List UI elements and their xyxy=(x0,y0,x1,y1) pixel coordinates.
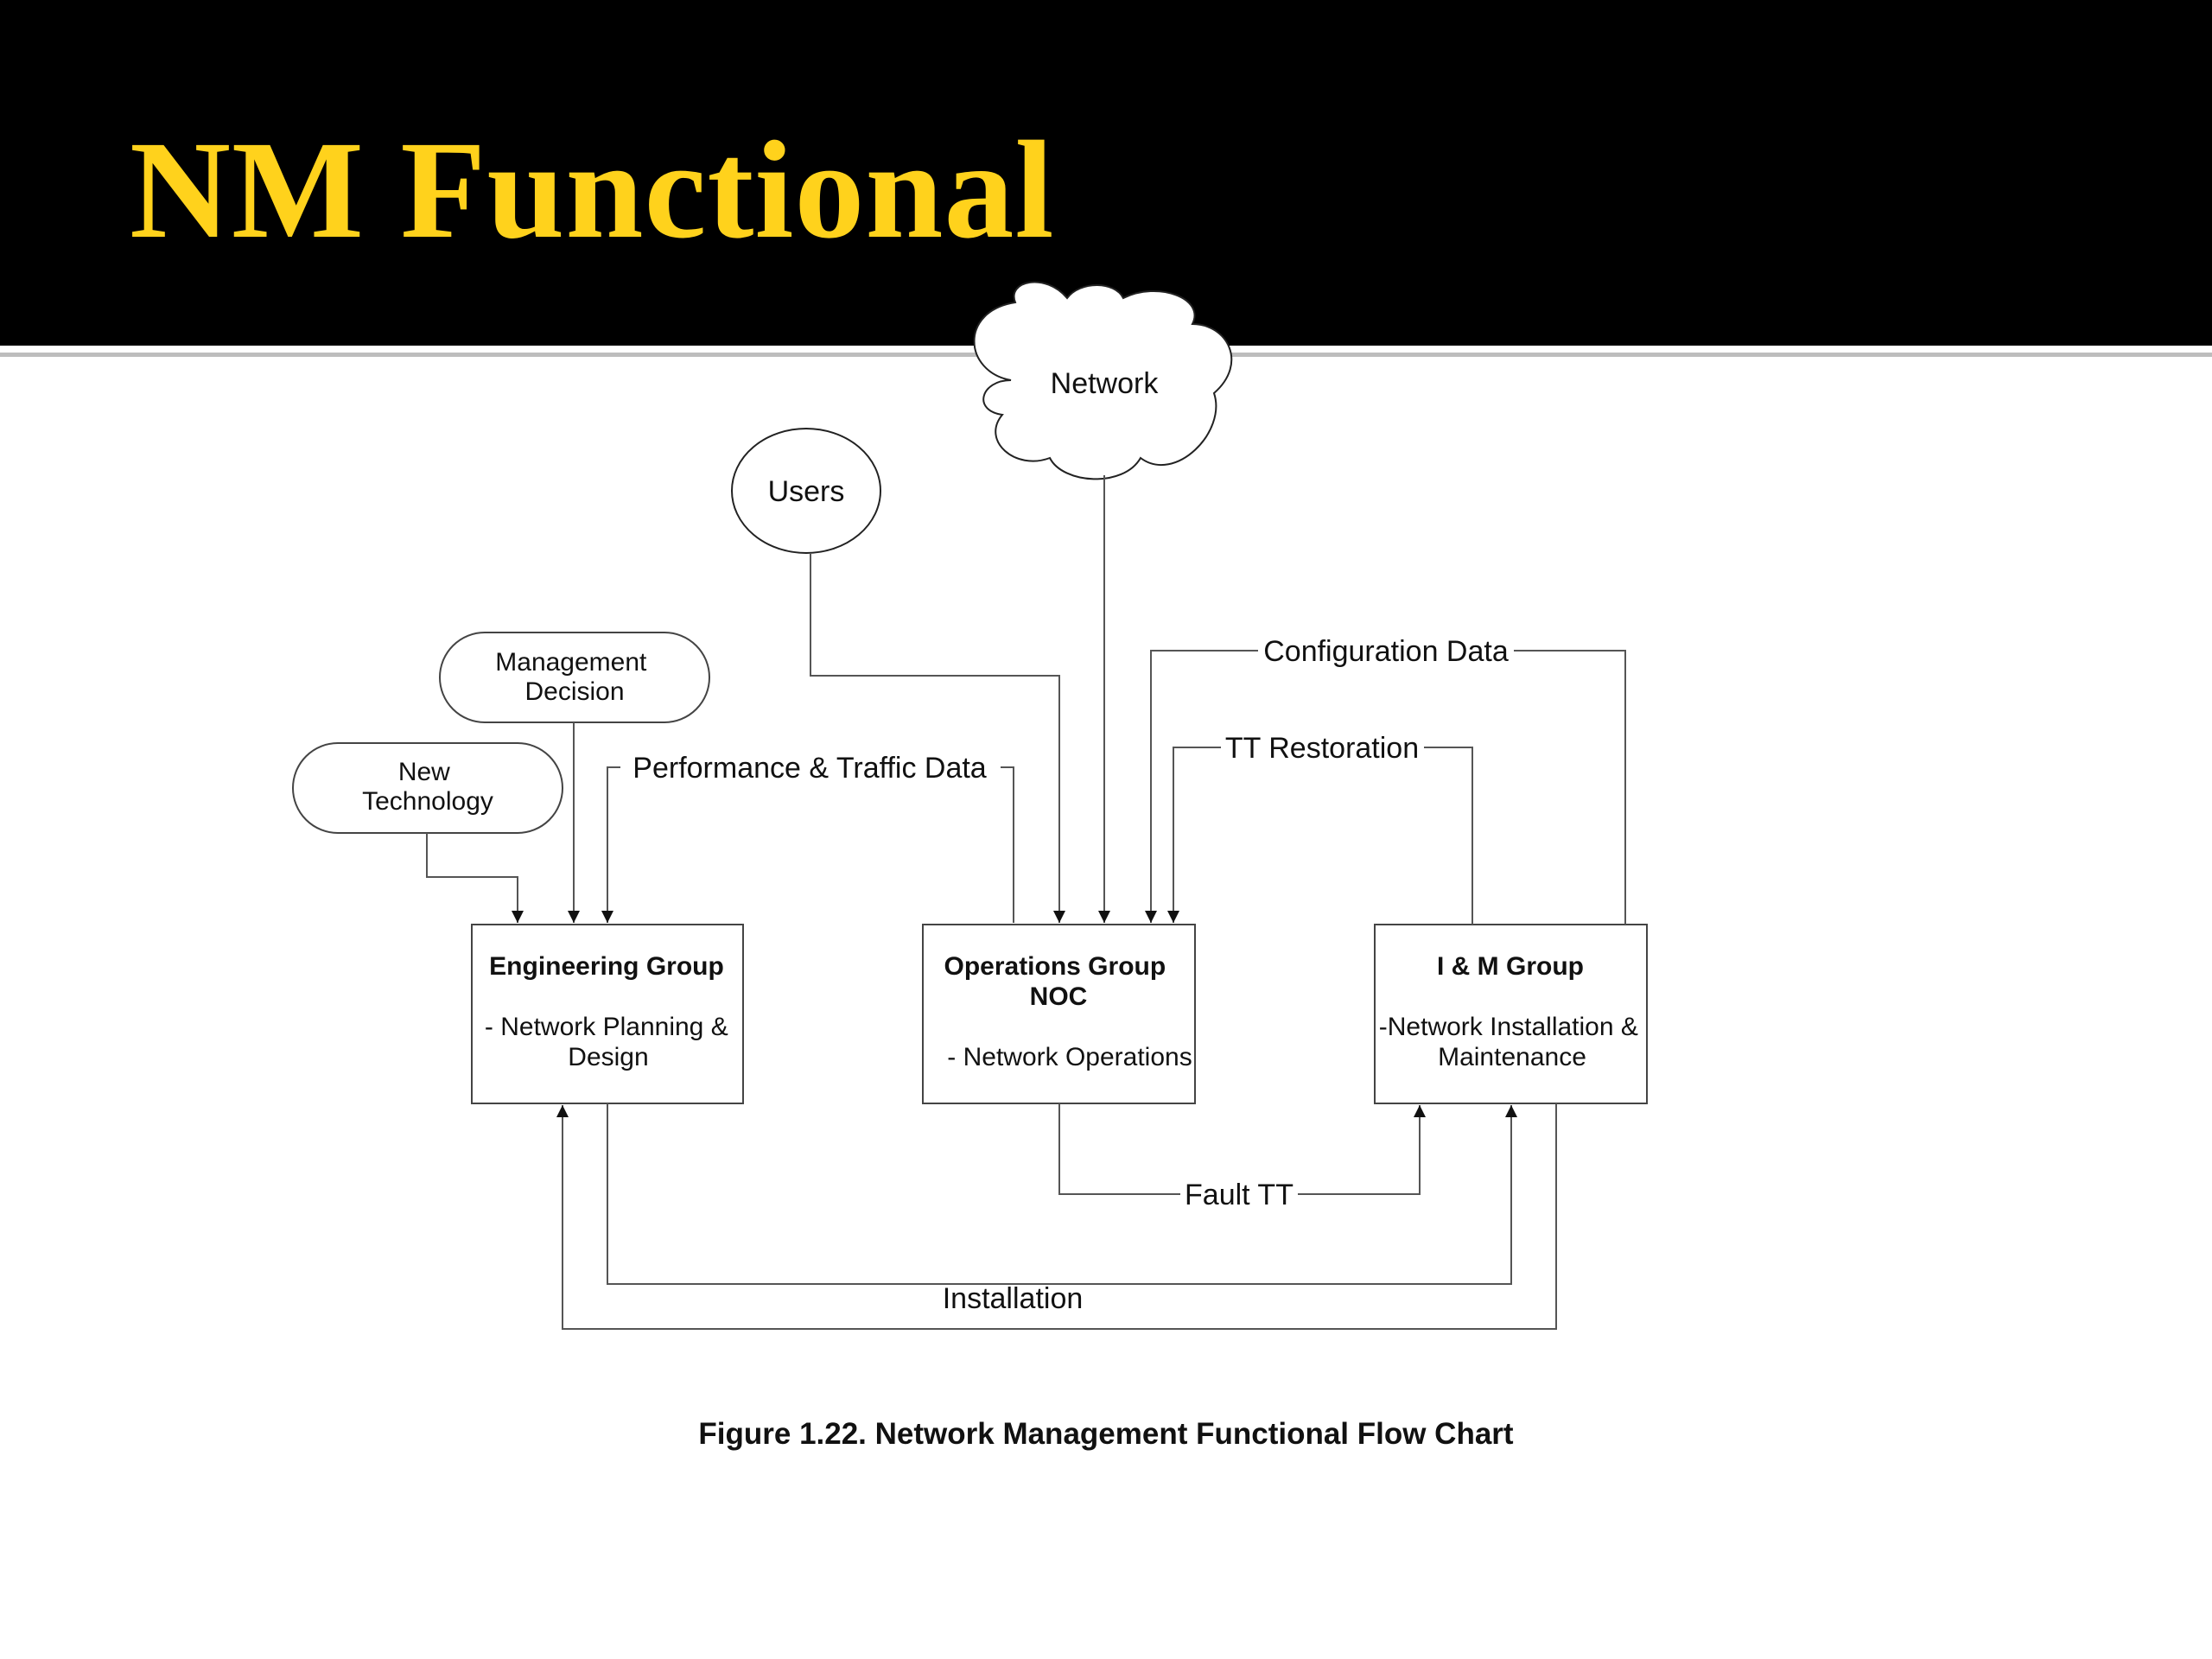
network-label: Network xyxy=(1051,367,1160,400)
performance-traffic-label: Performance & Traffic Data xyxy=(632,752,987,785)
network-cloud: Network xyxy=(973,281,1233,480)
users-to-operations-arrow xyxy=(810,553,1065,923)
configuration-data-label: Configuration Data xyxy=(1263,635,1509,668)
tt-restoration-arrow-right xyxy=(1424,747,1473,925)
svg-text:Operations Group NOC: Operations Group NOC xyxy=(944,952,1173,1011)
configuration-data-arrow-left xyxy=(1145,650,1258,923)
configuration-data-arrow-right xyxy=(1514,650,1626,925)
users-node: Users xyxy=(731,428,881,554)
slide-title: NM Functional xyxy=(130,113,1055,268)
tt-restoration-label: TT Restoration xyxy=(1225,732,1419,765)
engineering-body-2: Design xyxy=(568,1043,648,1071)
performance-traffic-arrow xyxy=(1001,766,1014,923)
management-decision-node: Management Decision xyxy=(439,632,710,723)
figure-caption: Figure 1.22. Network Management Function… xyxy=(698,1417,1514,1451)
installation-arrow xyxy=(607,1103,1517,1285)
svg-text:Management Decision: Management Decision xyxy=(495,648,653,706)
operations-group-box: Operations Group NOC - Network Operation… xyxy=(922,924,1196,1104)
engineering-group-box: Engineering Group - Network Planning & D… xyxy=(471,924,744,1104)
engineering-title: Engineering Group xyxy=(489,952,724,981)
im-to-engineering-arrow xyxy=(556,1103,1557,1330)
installation-label: Installation xyxy=(943,1282,1084,1315)
operations-title-2: NOC xyxy=(1030,982,1088,1011)
management-line-2: Decision xyxy=(524,677,624,706)
im-group-box: I & M Group -Network Installation & Main… xyxy=(1374,924,1648,1104)
operations-body: - Network Operations xyxy=(947,1043,1192,1071)
new-technology-line-1: New xyxy=(398,758,450,786)
im-body-1: -Network Installation & xyxy=(1379,1013,1638,1041)
tt-restoration-arrow-left xyxy=(1167,747,1221,923)
performance-traffic-arrow-head xyxy=(601,766,620,923)
operations-title-1: Operations Group xyxy=(944,952,1166,981)
fault-tt-label: Fault TT xyxy=(1185,1179,1294,1211)
new-technology-to-engineering-arrow xyxy=(426,833,524,923)
im-body-2: Maintenance xyxy=(1438,1043,1586,1071)
management-line-1: Management xyxy=(495,648,647,677)
fault-tt-arrow-right xyxy=(1298,1105,1426,1195)
svg-text:-Network Installation &: -Network Installation & Maintenance xyxy=(1379,1013,1645,1071)
engineering-body-1: - Network Planning & xyxy=(485,1013,728,1041)
svg-text:- Network Planning & Des: - Network Planning & Design xyxy=(485,1013,735,1071)
new-technology-line-2: Technology xyxy=(362,787,493,816)
users-label: Users xyxy=(768,475,845,508)
im-title: I & M Group xyxy=(1437,952,1584,981)
svg-text:New Technology: New Technology xyxy=(362,758,493,816)
fault-tt-arrow-left xyxy=(1058,1103,1180,1195)
new-technology-node: New Technology xyxy=(292,742,563,834)
